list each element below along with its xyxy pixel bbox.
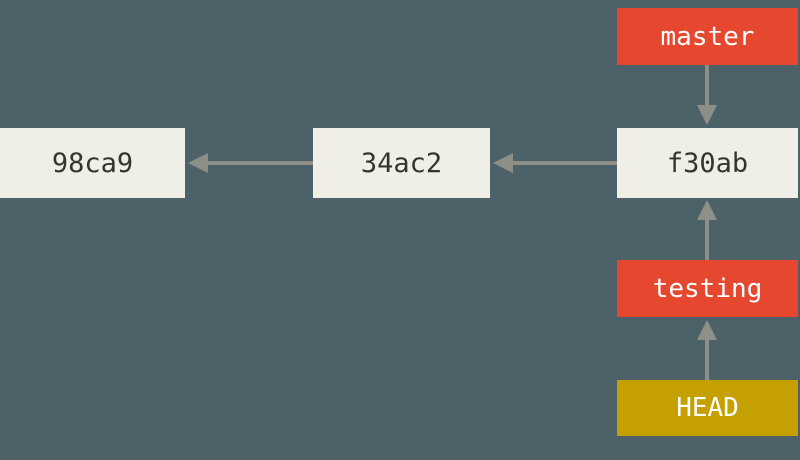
head-pointer-label: HEAD (617, 380, 798, 436)
commit-node-34ac2: 34ac2 (313, 128, 490, 198)
branch-name: testing (652, 273, 763, 304)
arrow-34ac2-to-98ca9 (188, 153, 313, 173)
commit-id: f30ab (666, 147, 749, 179)
commit-node-98ca9: 98ca9 (0, 128, 185, 198)
arrow-master-to-f30ab (697, 65, 717, 125)
branch-name: master (660, 21, 755, 52)
head-name: HEAD (676, 393, 739, 423)
arrow-head-to-testing (697, 320, 717, 380)
commit-id: 34ac2 (360, 147, 443, 179)
commit-node-f30ab: f30ab (617, 128, 798, 198)
branch-label-master: master (617, 8, 798, 65)
arrow-testing-to-f30ab (697, 200, 717, 260)
commit-id: 98ca9 (51, 147, 134, 179)
arrow-f30ab-to-34ac2 (493, 153, 617, 173)
branch-label-testing: testing (617, 260, 798, 317)
